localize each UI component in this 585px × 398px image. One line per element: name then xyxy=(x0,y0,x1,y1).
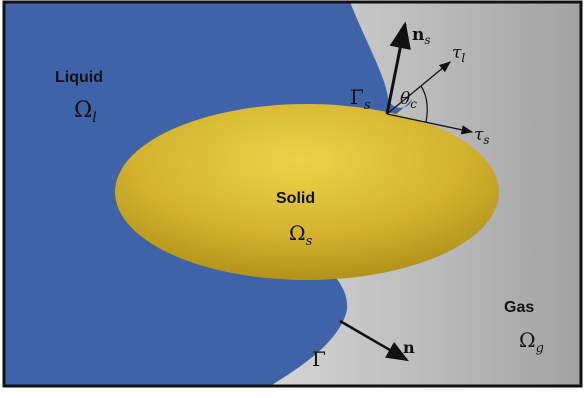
tangent-liquid-arrow xyxy=(386,61,451,115)
liquid-label: Liquid xyxy=(55,69,103,86)
liquid-gas-interface-label: Γ xyxy=(312,347,326,371)
gas-label: Gas xyxy=(504,299,534,316)
tangent-solid-label: τs xyxy=(474,125,490,147)
tangent-liquid-label: τl xyxy=(452,43,465,65)
solid-label: Solid xyxy=(276,190,315,207)
solid-region xyxy=(115,104,499,280)
normal-solid-arrow xyxy=(385,21,411,115)
tangent-solid-arrow xyxy=(386,113,474,135)
contact-angle-arc xyxy=(420,85,428,123)
normal-arrow xyxy=(339,319,409,362)
solid-contact-interface-label: Γs xyxy=(350,85,371,113)
gas-symbol: Ωg xyxy=(519,328,544,356)
normal-label: n xyxy=(403,338,415,357)
solid-symbol: Ωs xyxy=(289,221,313,249)
contact-angle-label: θc xyxy=(400,89,417,111)
frame-border xyxy=(2,0,583,388)
normal-solid-label: ns xyxy=(412,25,431,47)
liquid-symbol: Ωl xyxy=(74,98,97,126)
